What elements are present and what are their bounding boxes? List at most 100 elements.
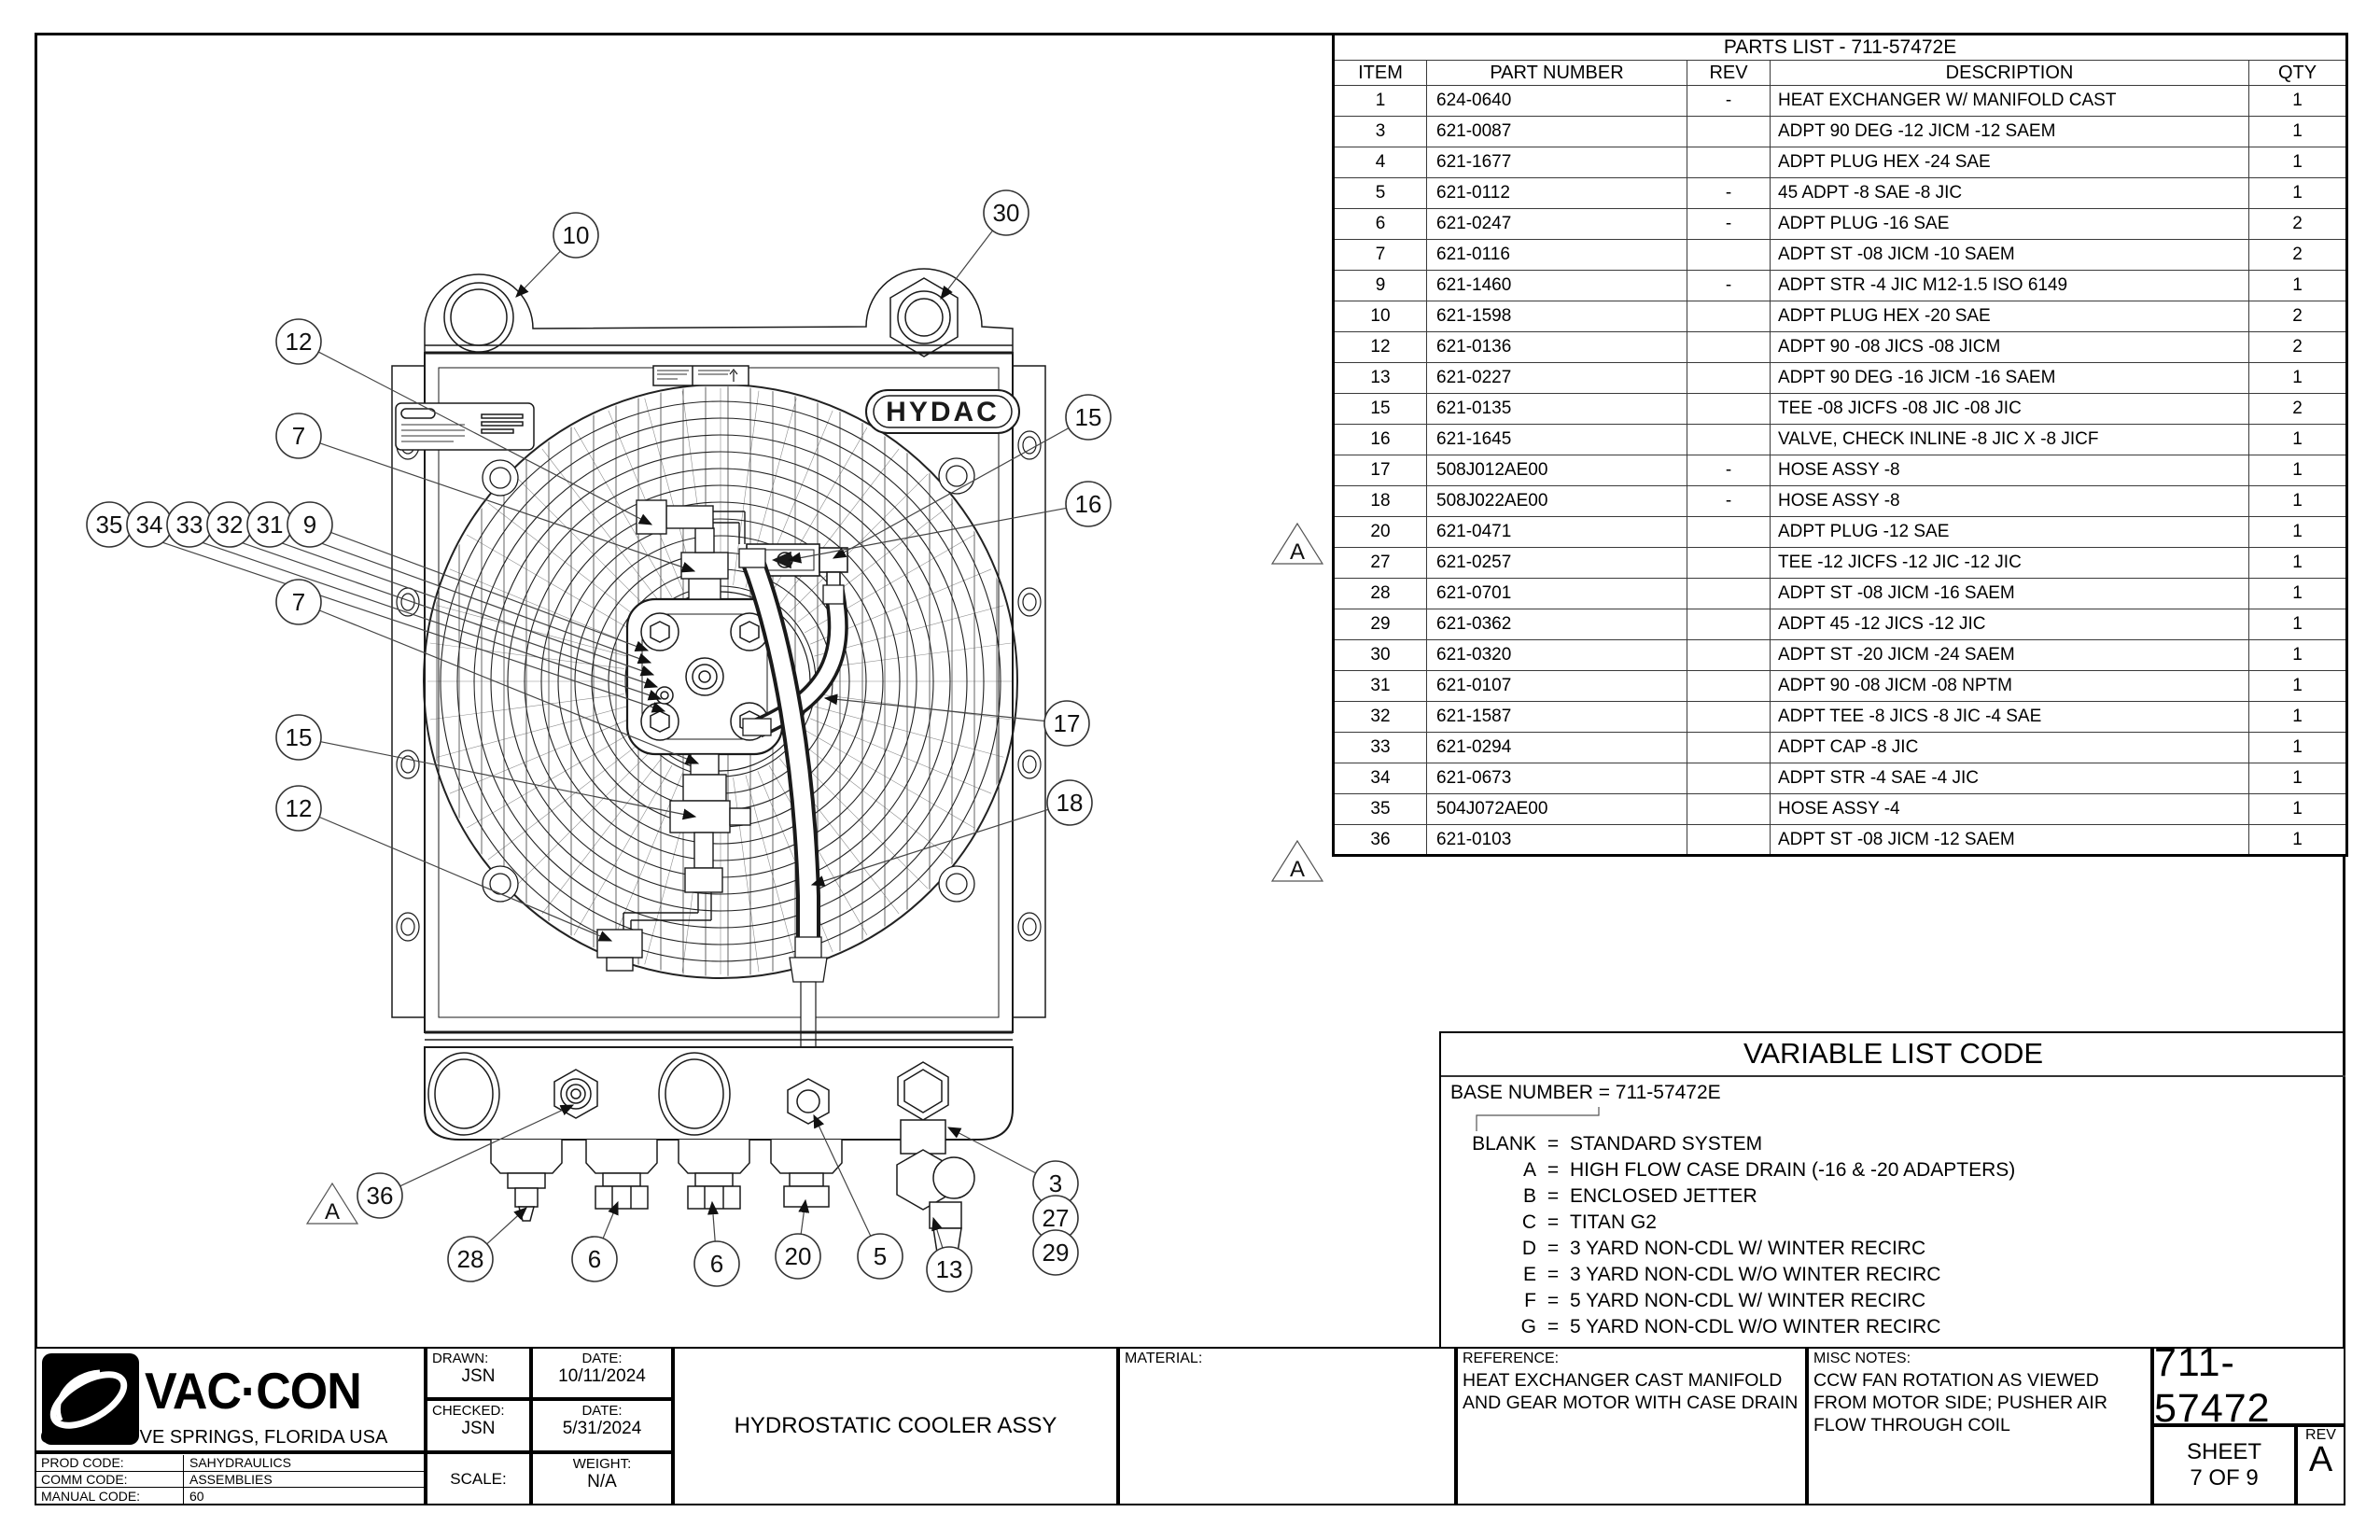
drawn-date-cell: DATE: 10/11/2024 <box>531 1347 673 1399</box>
cell-item: 6 <box>1333 208 1427 240</box>
balloon-7: 7 <box>275 579 700 764</box>
leader-line <box>318 816 613 942</box>
balloon-32: 32 <box>206 501 655 677</box>
bottom-manifold <box>424 1030 1014 1253</box>
vaccon-swoosh-logo <box>42 1353 139 1445</box>
drawing-title-cell: HYDROSTATIC COOLER ASSY <box>673 1347 1118 1505</box>
svg-text:7: 7 <box>292 422 305 450</box>
cell-part: 621-0247 <box>1426 208 1687 240</box>
cell-part: 621-0362 <box>1426 609 1687 640</box>
cell-desc: HOSE ASSY -8 <box>1770 455 2249 486</box>
leader-line <box>319 442 696 573</box>
variable-list-code-box: VARIABLE LIST CODE BASE NUMBER = 711-574… <box>1439 1031 2345 1347</box>
svg-text:5: 5 <box>874 1242 887 1270</box>
cell-qty: 1 <box>2247 578 2348 609</box>
cell-rev: - <box>1687 208 1771 240</box>
cell-rev <box>1687 701 1771 733</box>
svg-text:31: 31 <box>257 511 284 539</box>
cell-part: 621-1645 <box>1426 424 1687 455</box>
svg-text:7: 7 <box>292 588 305 616</box>
variable-desc: 3 YARD NON-CDL W/O WINTER RECIRC <box>1570 1264 1941 1285</box>
equals-sign: = <box>1547 1316 1560 1337</box>
cell-desc: 45 ADPT -8 SAE -8 JIC <box>1770 177 2249 209</box>
upper-fittings <box>636 499 746 600</box>
material-label: MATERIAL: <box>1125 1351 1203 1366</box>
left-flange <box>391 365 426 1018</box>
variable-code: G <box>1520 1316 1536 1337</box>
cell-item: 36 <box>1333 824 1427 856</box>
variable-code: A <box>1522 1159 1536 1181</box>
cell-item: 7 <box>1333 239 1427 271</box>
svg-text:27: 27 <box>1043 1204 1070 1232</box>
cell-qty: 1 <box>2247 701 2348 733</box>
leader-line <box>940 230 993 300</box>
variable-desc: 3 YARD NON-CDL W/ WINTER RECIRC <box>1570 1238 1926 1259</box>
svg-text:29: 29 <box>1043 1239 1070 1267</box>
equals-sign: = <box>1547 1159 1560 1181</box>
cell-rev <box>1687 732 1771 763</box>
code-value: ASSEMBLIES <box>189 1472 273 1487</box>
drawn-cell: DRAWN: JSN <box>426 1347 531 1399</box>
cell-qty: 2 <box>2247 239 2348 271</box>
top-left-port <box>443 282 514 353</box>
cell-rev <box>1687 763 1771 794</box>
cell-qty: 2 <box>2247 393 2348 425</box>
balloon-12: 12 <box>275 318 653 525</box>
variable-desc: ENCLOSED JETTER <box>1570 1185 1757 1207</box>
svg-text:15: 15 <box>1075 403 1102 431</box>
cell-item: 33 <box>1333 732 1427 763</box>
svg-text:16: 16 <box>1075 490 1102 518</box>
svg-text:12: 12 <box>286 794 313 822</box>
cell-item: 28 <box>1333 578 1427 609</box>
variable-code: C <box>1521 1211 1536 1233</box>
cell-rev <box>1687 793 1771 825</box>
cell-qty: 1 <box>2247 147 2348 178</box>
parts-list-title: PARTS LIST - 711-57472E <box>1332 34 2348 61</box>
cell-item: 35 <box>1333 793 1427 825</box>
leader-line <box>330 531 650 652</box>
cell-desc: ADPT 90 DEG -16 JICM -16 SAEM <box>1770 362 2249 394</box>
checked-date-cell: DATE: 5/31/2024 <box>531 1399 673 1452</box>
equals-sign: = <box>1547 1290 1560 1311</box>
leader-line <box>399 1104 575 1187</box>
balloon-34: 34 <box>126 501 663 701</box>
misc-notes-label: MISC NOTES: <box>1813 1351 1911 1366</box>
cell-part: 621-0227 <box>1426 362 1687 394</box>
cell-desc: ADPT STR -4 JIC M12-1.5 ISO 6149 <box>1770 270 2249 301</box>
cell-item: 20 <box>1333 516 1427 548</box>
cell-desc: ADPT ST -20 JICM -24 SAEM <box>1770 639 2249 671</box>
cell-item: 5 <box>1333 177 1427 209</box>
svg-text:10: 10 <box>563 221 590 249</box>
equals-sign: = <box>1547 1238 1560 1259</box>
cell-desc: ADPT 90 -08 JICM -08 NPTM <box>1770 670 2249 702</box>
cell-part: 621-0257 <box>1426 547 1687 579</box>
variable-entry-F: F=5 YARD NON-CDL W/ WINTER RECIRC <box>1450 1288 2338 1314</box>
equals-sign: = <box>1547 1211 1560 1233</box>
variable-entry-G: G=5 YARD NON-CDL W/O WINTER RECIRC <box>1450 1314 2338 1340</box>
cell-desc: HOSE ASSY -8 <box>1770 485 2249 517</box>
scale-cell: SCALE: <box>426 1452 531 1505</box>
col-part-number: PART NUMBER <box>1426 60 1687 86</box>
flag-triangle-A: A <box>305 1182 359 1225</box>
cell-desc: ADPT 45 -12 JICS -12 JIC <box>1770 609 2249 640</box>
cell-part: 621-0135 <box>1426 393 1687 425</box>
date-label: DATE: <box>581 1403 623 1419</box>
divider <box>1441 1075 2345 1077</box>
balloon-30: 30 <box>940 189 1029 300</box>
balloon-13: 13 <box>926 1216 973 1293</box>
cell-desc: TEE -08 JICFS -08 JIC -08 JIC <box>1770 393 2249 425</box>
variable-code: B <box>1522 1185 1536 1207</box>
cell-item: 18 <box>1333 485 1427 517</box>
cell-rev <box>1687 578 1771 609</box>
code-value: SAHYDRAULICS <box>189 1455 291 1471</box>
cell-rev <box>1687 824 1771 856</box>
checked-value: JSN <box>461 1419 496 1438</box>
